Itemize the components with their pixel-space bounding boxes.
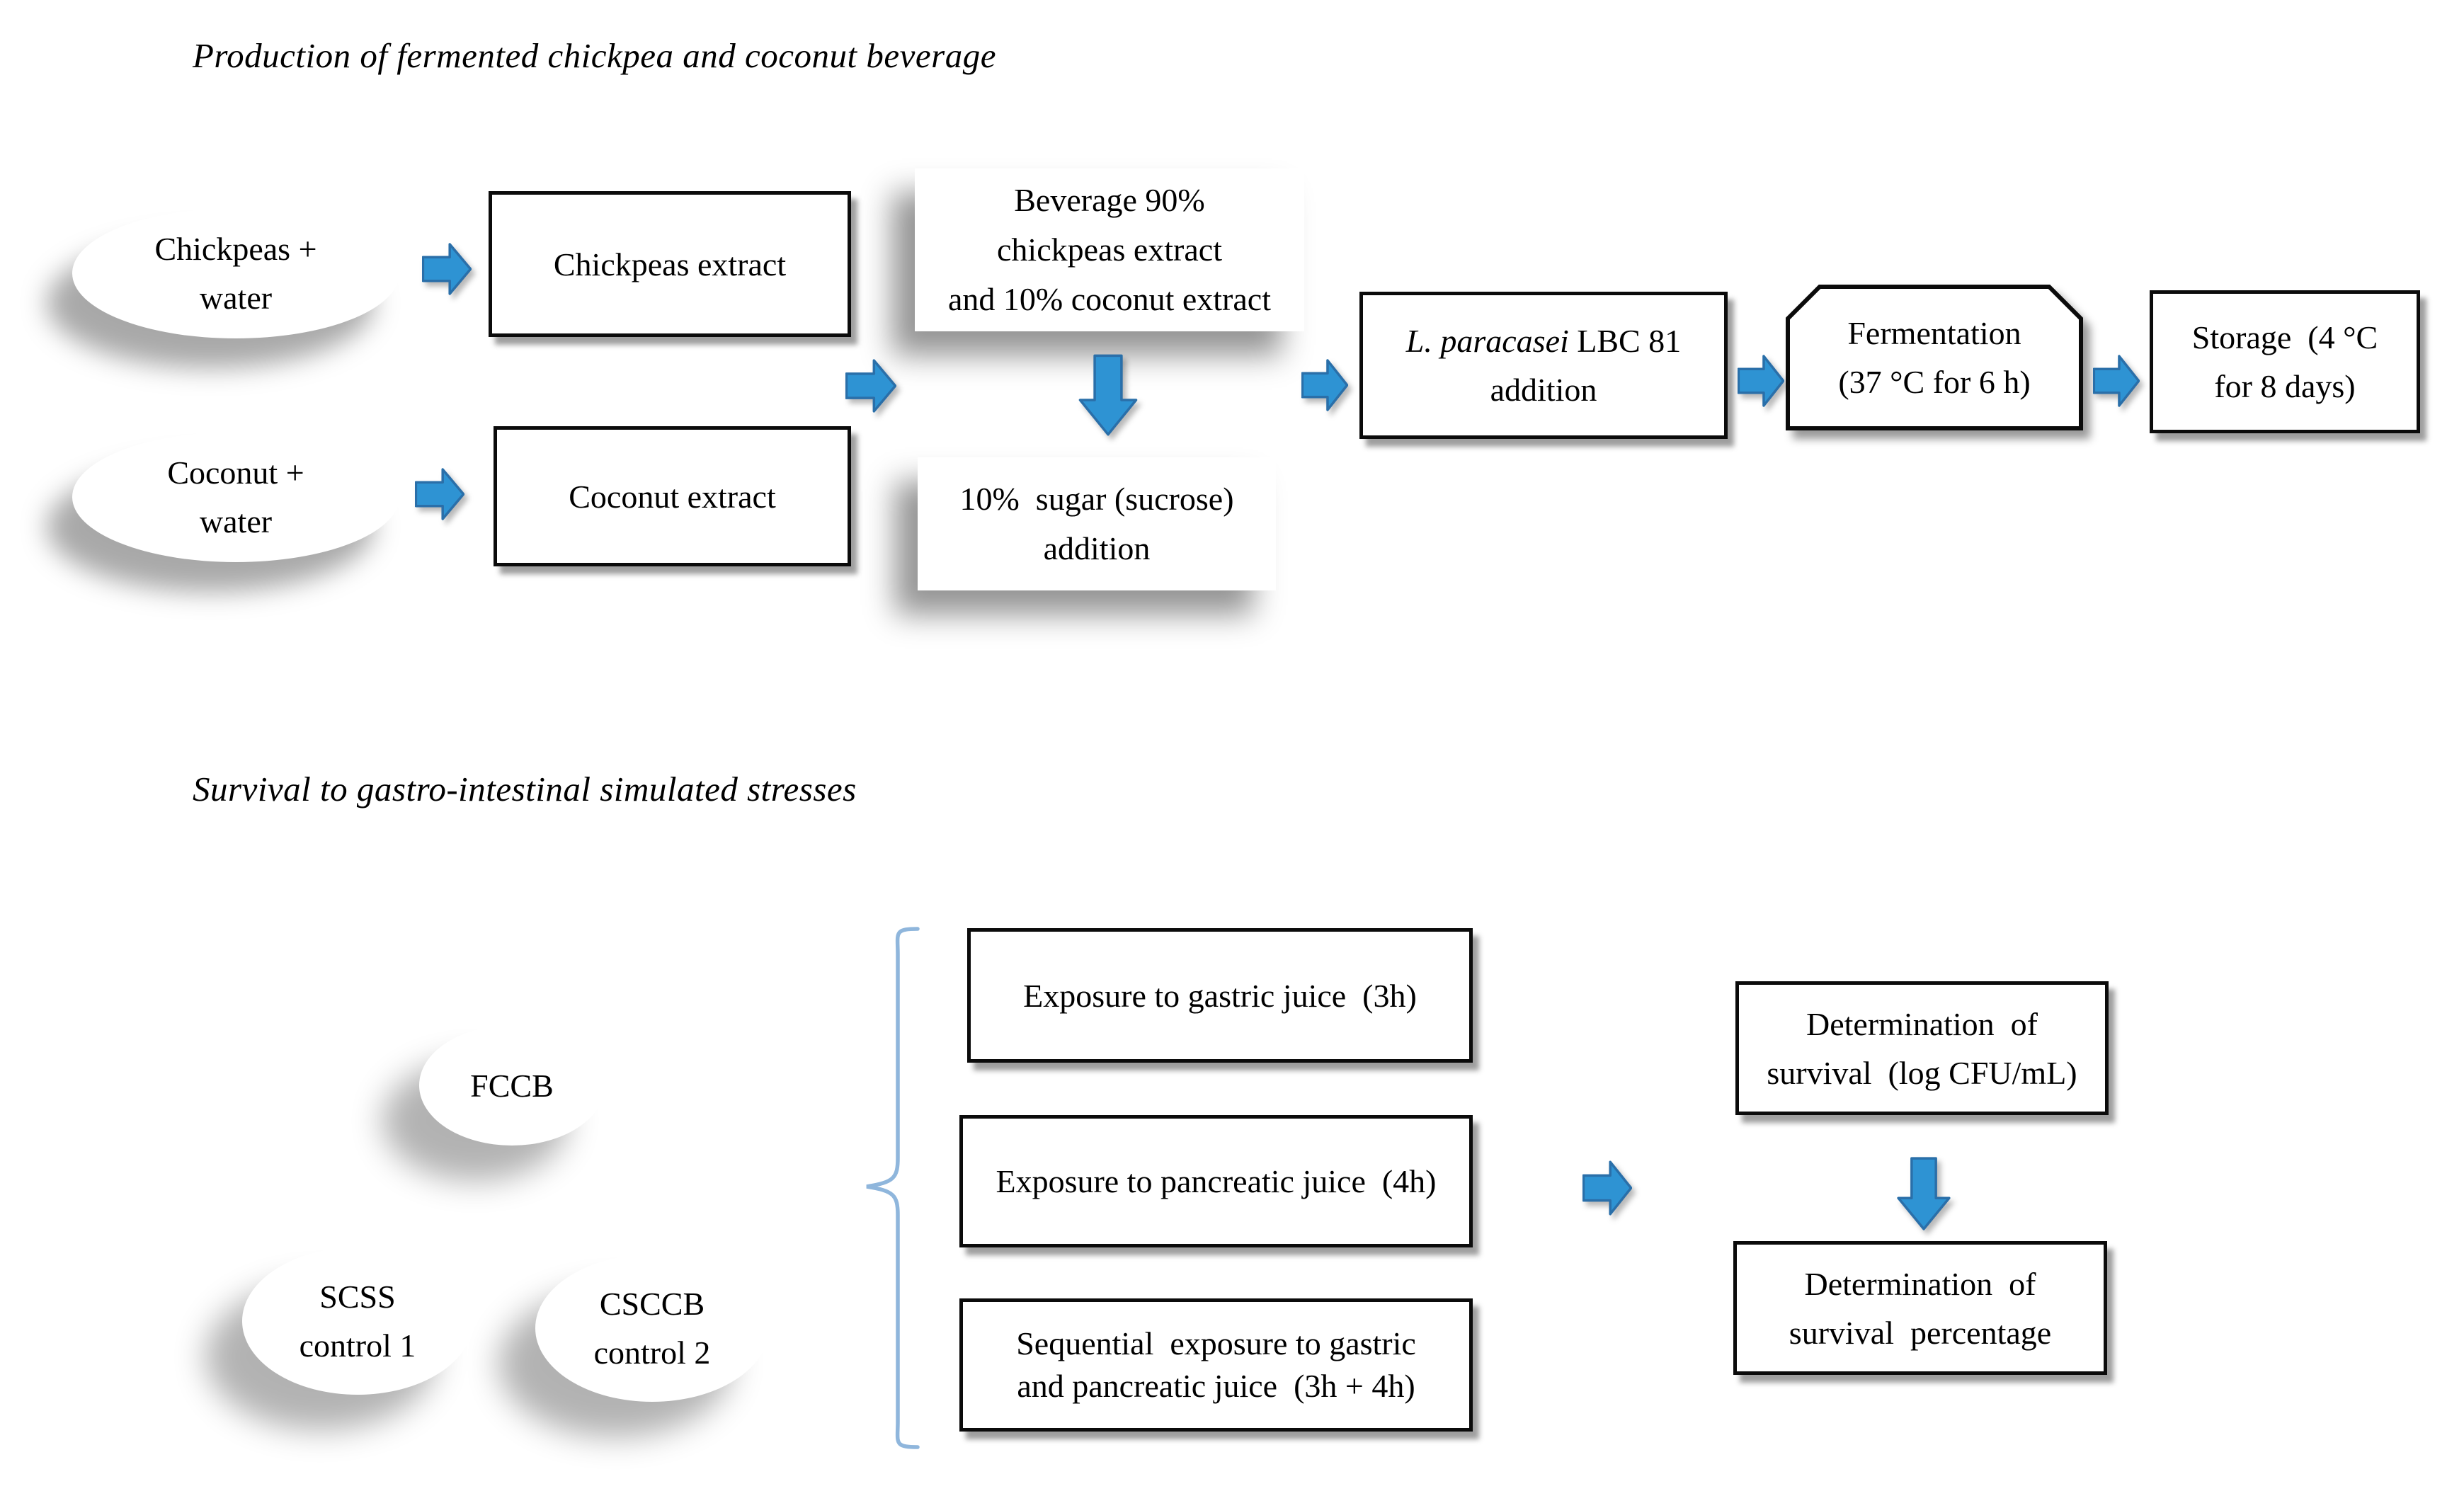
box-storage-label: Storage (4 °C for 8 days) xyxy=(2191,319,2378,404)
flow-arrow-down-icon xyxy=(1078,354,1139,436)
flow-arrow-right-icon xyxy=(845,358,896,413)
flow-arrow-down-icon xyxy=(1896,1157,1951,1230)
box-exposure-sequential-label: Sequential exposure to gastric and pancr… xyxy=(1016,1325,1416,1404)
box-coconut-extract: Coconut extract xyxy=(494,426,851,566)
note-sugar-addition: 10% sugar (sucrose) addition xyxy=(918,457,1276,590)
flow-arrow-right-icon xyxy=(1738,354,1784,408)
note-beverage-blend: Beverage 90% chickpeas extract and 10% c… xyxy=(915,168,1304,331)
section1-title: Production of fermented chickpea and coc… xyxy=(193,36,996,75)
lparacasei-line1: L. paracasei LBC 81 xyxy=(1406,316,1681,365)
ellipse-fccb-label: FCCB xyxy=(470,1067,554,1104)
box-exposure-pancreatic: Exposure to pancreatic juice (4h) xyxy=(959,1115,1473,1247)
note-beverage-blend-label: Beverage 90% chickpeas extract and 10% c… xyxy=(948,182,1271,317)
box-determination-percentage: Determination of survival percentage xyxy=(1733,1241,2107,1375)
ellipse-chickpeas-water: Chickpeas + water xyxy=(72,208,399,338)
section2-title: Survival to gastro-intestinal simulated … xyxy=(193,770,857,809)
box-exposure-pancreatic-label: Exposure to pancreatic juice (4h) xyxy=(996,1163,1437,1199)
plaque-fermentation-shape xyxy=(1786,285,2083,430)
lparacasei-species: L. paracasei xyxy=(1405,323,1569,359)
flow-arrow-right-icon xyxy=(1582,1160,1632,1216)
plaque-fermentation-label: Fermentation (37 °C for 6 h) xyxy=(1838,315,2031,400)
flow-arrow-right-icon xyxy=(2093,354,2140,408)
box-exposure-gastric: Exposure to gastric juice (3h) xyxy=(967,928,1473,1063)
box-coconut-extract-label: Coconut extract xyxy=(569,478,776,515)
lparacasei-strain: LBC 81 xyxy=(1568,323,1682,359)
ellipse-csccb-control2: CSCCB control 2 xyxy=(535,1255,769,1402)
box-storage: Storage (4 °C for 8 days) xyxy=(2150,290,2420,433)
box-exposure-gastric-label: Exposure to gastric juice (3h) xyxy=(1023,977,1417,1014)
flow-arrow-right-icon xyxy=(1301,358,1348,412)
lparacasei-line2: addition xyxy=(1490,372,1597,408)
box-exposure-sequential: Sequential exposure to gastric and pancr… xyxy=(959,1298,1473,1432)
ellipse-fccb: FCCB xyxy=(419,1025,605,1146)
box-determination-cfu-label: Determination of survival (log CFU/mL) xyxy=(1767,1005,2077,1091)
box-chickpeas-extract: Chickpeas extract xyxy=(489,191,851,337)
ellipse-csccb-control2-label: CSCCB control 2 xyxy=(593,1286,711,1371)
ellipse-scss-control1-label: SCSS control 1 xyxy=(299,1279,416,1364)
box-determination-cfu: Determination of survival (log CFU/mL) xyxy=(1735,981,2109,1115)
note-sugar-addition-label: 10% sugar (sucrose) addition xyxy=(959,481,1234,566)
ellipse-scss-control1: SCSS control 1 xyxy=(242,1247,473,1395)
box-chickpeas-extract-label: Chickpeas extract xyxy=(553,246,787,282)
flow-arrow-right-icon xyxy=(415,467,464,521)
ellipse-chickpeas-water-label: Chickpeas + water xyxy=(154,231,317,316)
ellipse-coconut-water: Coconut + water xyxy=(72,432,399,562)
box-determination-percentage-label: Determination of survival percentage xyxy=(1789,1265,2052,1351)
left-brace-icon xyxy=(866,927,920,1449)
flow-arrow-right-icon xyxy=(422,242,472,296)
box-lparacasei-addition-label: L. paracasei LBC 81 addition xyxy=(1406,316,1681,414)
ellipse-coconut-water-label: Coconut + water xyxy=(167,455,304,539)
box-lparacasei-addition: L. paracasei LBC 81 addition xyxy=(1359,292,1728,439)
